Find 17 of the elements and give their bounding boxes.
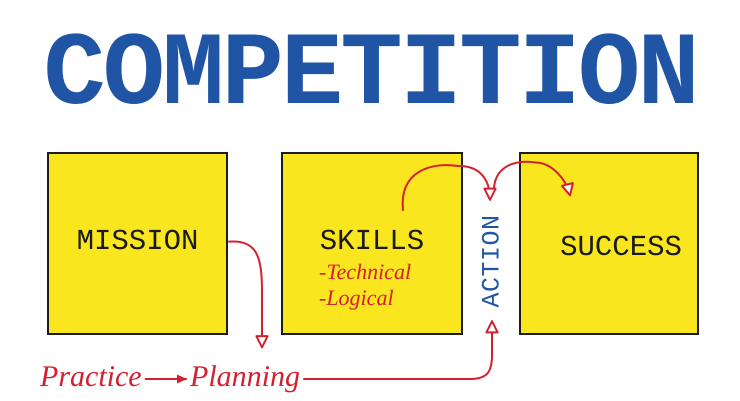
arrow [144, 374, 187, 384]
box-label: MISSION [76, 224, 198, 259]
title: COMPETITION [43, 24, 697, 128]
vertical-label: ACTION [479, 214, 505, 308]
handwritten-note: -Technical [319, 259, 412, 285]
arrow [493, 160, 574, 196]
box-label: SKILLS [320, 224, 424, 259]
note-box [281, 152, 463, 335]
handwritten-label: Planning [190, 360, 300, 394]
handwritten-label: Practice [40, 360, 142, 394]
arrow [228, 240, 269, 348]
box-label: SUCCESS [560, 230, 682, 265]
handwritten-note: -Logical [319, 285, 394, 311]
arrow [303, 320, 499, 380]
arrow [402, 164, 496, 211]
note-box [519, 152, 699, 335]
note-box [47, 152, 228, 335]
